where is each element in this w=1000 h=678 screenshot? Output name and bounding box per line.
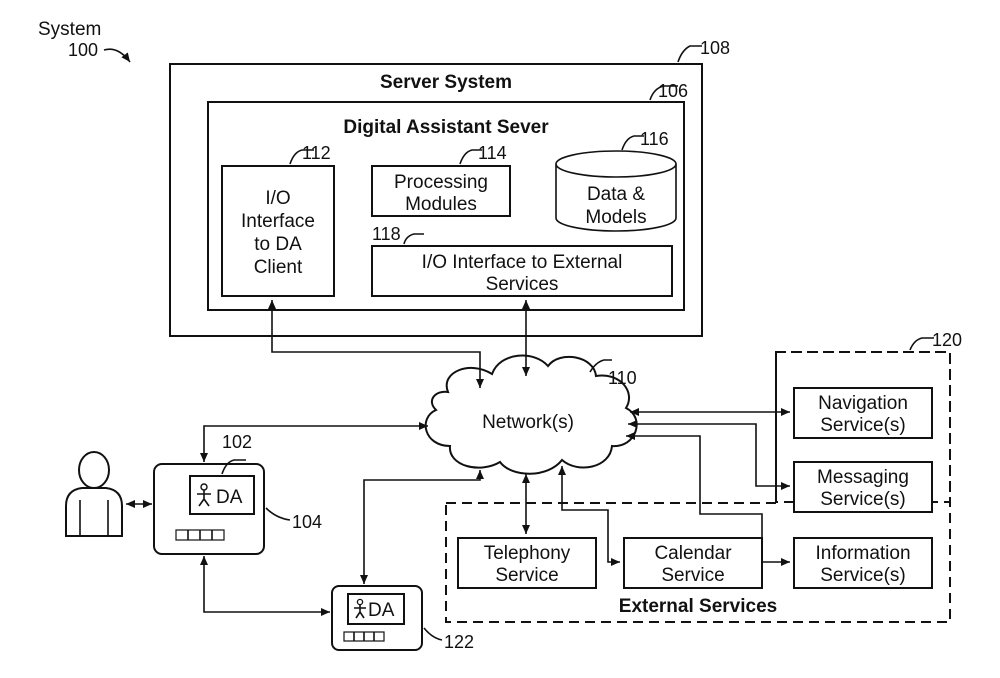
navigation-line-2: Service(s) (820, 415, 906, 436)
link-device104-network (200, 422, 428, 462)
link-network-information (626, 432, 790, 566)
network-cloud: Network(s) 110 (424, 354, 638, 475)
information-line-1: Information (815, 543, 910, 564)
telephony-line-1: Telephony (484, 543, 571, 564)
calendar-line-2: Service (661, 565, 724, 586)
link-network-messaging (628, 420, 790, 490)
data-models-ref: 116 (640, 129, 669, 149)
messaging-line-1: Messaging (817, 467, 909, 488)
data-models-line-2: Models (585, 207, 646, 228)
io-client-line-1: I/O (265, 188, 290, 209)
device-122-screen-label: DA (368, 600, 395, 621)
ref-leader-112 (289, 149, 314, 165)
network-label: Network(s) (482, 412, 574, 433)
link-network-calendar (558, 466, 620, 566)
io-interface-external-box: I/O Interface to External Services 118 (371, 224, 673, 297)
io-client-line-3: to DA (254, 234, 302, 255)
telephony-service-box: Telephony Service (457, 537, 597, 589)
io-external-line-2: Services (486, 274, 559, 295)
ref-leader-120 (909, 337, 934, 351)
system-label: System (38, 19, 101, 40)
ref-leader-114 (459, 149, 482, 165)
ref-leader-122 (423, 627, 443, 641)
system-pointer (103, 48, 131, 63)
link-device122-network (360, 470, 484, 584)
information-service-box: Information Service(s) (793, 537, 933, 589)
io-client-ref: 112 (302, 143, 331, 163)
messaging-line-2: Service(s) (820, 489, 906, 510)
network-ref: 110 (608, 368, 637, 388)
io-client-line-2: Interface (241, 211, 315, 232)
device-122: DA 122 (331, 585, 474, 652)
messaging-service-box: Messaging Service(s) (793, 461, 933, 513)
io-client-line-4: Client (254, 257, 303, 278)
io-interface-client-box: I/O Interface to DA Client 112 (221, 143, 335, 297)
external-services-group: External Services 120 (445, 330, 962, 623)
external-services-title: External Services (619, 596, 777, 617)
io-external-ref: 118 (372, 224, 401, 244)
processing-ref: 114 (478, 143, 507, 163)
ref-leader-116 (621, 135, 644, 151)
device-104-client-ref: 102 (222, 432, 252, 452)
system-ref: 100 (68, 40, 98, 60)
information-line-2: Service(s) (820, 565, 906, 586)
device-104-screen-label: DA (216, 487, 243, 508)
io-external-line-1: I/O Interface to External (422, 252, 623, 273)
da-server-title: Digital Assistant Sever (343, 117, 549, 138)
navigation-line-1: Navigation (818, 393, 908, 414)
ref-leader-110 (589, 359, 612, 373)
data-models-cylinder: Data & Models 116 (555, 129, 677, 232)
link-io-client-network (268, 300, 484, 388)
navigation-service-box: Navigation Service(s) (793, 387, 933, 439)
device-104: DA 102 104 (153, 432, 322, 555)
device-104-ref: 104 (292, 512, 322, 532)
ref-leader-104 (265, 507, 291, 521)
ref-leader-106 (649, 85, 678, 101)
external-services-ref: 120 (932, 330, 962, 350)
device-122-ref: 122 (444, 632, 474, 652)
telephony-line-2: Service (495, 565, 558, 586)
calendar-line-1: Calendar (654, 543, 732, 564)
server-system-title: Server System (380, 72, 512, 93)
ref-leader-108 (677, 45, 702, 63)
connections (126, 300, 790, 616)
processing-modules-box: Processing Modules 114 (371, 143, 511, 217)
server-system-ref: 108 (700, 38, 730, 58)
da-server-ref: 106 (658, 81, 688, 101)
user-icon (65, 451, 123, 537)
data-models-line-1: Data & (587, 184, 645, 205)
person-icon (354, 598, 366, 619)
processing-line-2: Modules (405, 194, 477, 215)
ref-leader-102 (221, 459, 246, 475)
ref-leader-118 (403, 233, 424, 245)
person-icon (197, 483, 211, 507)
link-device104-device122 (200, 556, 330, 616)
processing-line-1: Processing (394, 172, 488, 193)
calendar-service-box: Calendar Service (623, 537, 763, 589)
